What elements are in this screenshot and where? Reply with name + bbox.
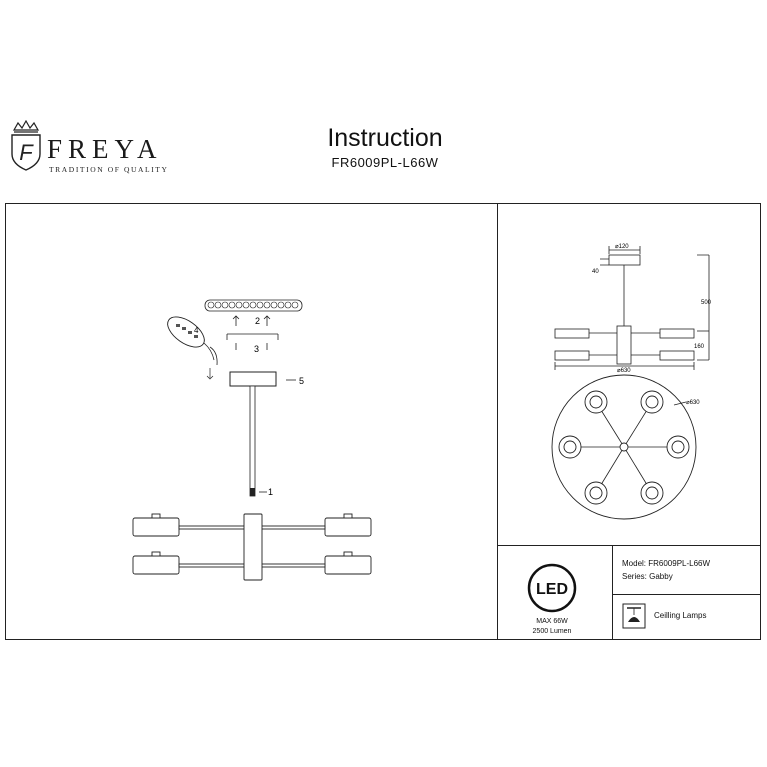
side-view (554, 246, 710, 370)
divider-led (612, 545, 613, 639)
divider-info (497, 545, 760, 546)
top-view (551, 374, 697, 520)
brand-tagline: TRADITION OF QUALITY (49, 165, 169, 174)
dim-top-view-diameter: ⌀630 (686, 400, 700, 406)
lamp-body (132, 513, 372, 581)
step-3-label: 3 (254, 344, 259, 354)
svg-text:F: F (19, 140, 34, 165)
screw-strip: 2 3 (204, 299, 303, 354)
divider-spec (612, 594, 760, 595)
led-power: MAX 66W (536, 618, 568, 625)
spec-series: Series: Gabby (622, 572, 673, 581)
spec-category: Ceilling Lamps (654, 611, 707, 620)
brand-logo: F (8, 119, 44, 172)
page-title: Instruction (327, 124, 443, 152)
dim-body-height: 160 (694, 344, 705, 350)
crown-logo-icon: F (11, 119, 41, 171)
canopy: 5 1 (229, 371, 304, 497)
step-1-label: 1 (268, 487, 273, 497)
step-4-label: 4 (194, 326, 199, 335)
dim-width: ⌀630 (617, 368, 631, 374)
instruction-sheet (5, 203, 761, 640)
brand-name: FREYA (47, 134, 163, 164)
led-badge-icon: LED (527, 563, 577, 613)
spec-model: Model: FR6009PL-L66W (622, 559, 711, 568)
wiring-detail: 4 (167, 316, 218, 380)
divider-main (497, 204, 498, 639)
step-5-label: 5 (299, 376, 304, 386)
dim-canopy-diameter: ⌀120 (615, 244, 629, 250)
ceiling-lamp-icon (622, 603, 646, 629)
model-code: FR6009PL-L66W (331, 155, 439, 170)
svg-text:LED: LED (536, 581, 568, 598)
dim-canopy-height: 40 (592, 269, 599, 275)
step-2-label: 2 (255, 316, 260, 326)
led-badge: LED (527, 563, 577, 613)
dim-total-height: 500 (701, 300, 712, 306)
led-lumen: 2500 Lumen (532, 628, 572, 635)
